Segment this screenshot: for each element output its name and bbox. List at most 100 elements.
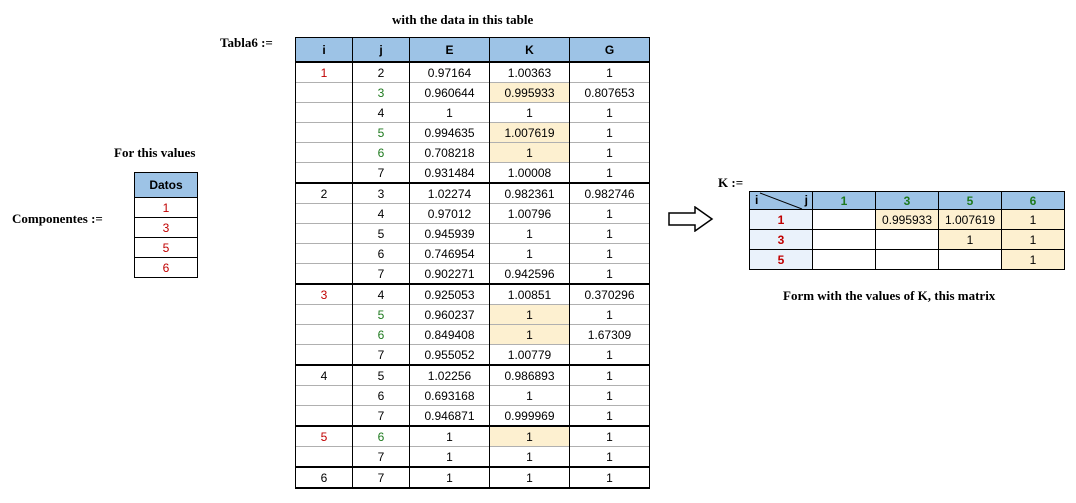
cell-j: 5	[352, 364, 410, 386]
cell-k: 1.00796	[489, 203, 570, 224]
cell-j: 5	[352, 304, 410, 325]
datos-row: 6	[134, 257, 198, 278]
datos-row: 1	[134, 197, 198, 218]
col-header-k: K	[489, 37, 570, 63]
cell-e: 0.97164	[409, 61, 490, 83]
cell-j: 3	[352, 82, 410, 103]
cell-j: 7	[352, 405, 410, 426]
cell-i: 5	[295, 425, 353, 447]
k-matrix-cell: 1	[1001, 229, 1065, 250]
cell-j: 5	[352, 223, 410, 244]
cell-j: 6	[352, 142, 410, 163]
datos-value: 3	[134, 217, 198, 238]
cell-k: 1	[489, 466, 570, 489]
cell-j: 7	[352, 446, 410, 467]
cell-e: 1	[409, 425, 490, 447]
cell-g: 1	[569, 223, 650, 244]
cell-j: 6	[352, 425, 410, 447]
cell-k: 1	[489, 223, 570, 244]
cell-e: 0.955052	[409, 344, 490, 365]
cell-e: 0.994635	[409, 122, 490, 143]
cell-i	[295, 203, 353, 224]
cell-e: 1	[409, 102, 490, 123]
cell-g: 1	[569, 385, 650, 406]
datos-value: 5	[134, 237, 198, 258]
cell-j: 7	[352, 263, 410, 284]
cell-j: 4	[352, 283, 410, 305]
cell-j: 3	[352, 182, 410, 204]
k-row-header: 3	[749, 229, 813, 250]
componentes-label: Componentes :=	[12, 211, 103, 226]
cell-g: 1	[569, 102, 650, 123]
cell-g: 1	[569, 405, 650, 426]
datos-value: 1	[134, 197, 198, 218]
cell-k: 1	[489, 446, 570, 467]
cell-i: 3	[295, 283, 353, 305]
cell-i: 6	[295, 466, 353, 489]
cell-j: 5	[352, 122, 410, 143]
cell-k: 1	[489, 304, 570, 325]
corner-i-label: i	[755, 193, 759, 207]
cell-g: 1	[569, 364, 650, 386]
cell-k: 1	[489, 142, 570, 163]
cell-k: 1	[489, 324, 570, 345]
cell-g: 1	[569, 243, 650, 264]
cell-j: 6	[352, 243, 410, 264]
cell-k: 1	[489, 243, 570, 264]
cell-e: 0.693168	[409, 385, 490, 406]
cell-i: 4	[295, 364, 353, 386]
cell-i	[295, 243, 353, 264]
cell-i	[295, 82, 353, 103]
cell-k: 1	[489, 102, 570, 123]
cell-g: 1	[569, 142, 650, 163]
diagonal-line-icon	[759, 192, 803, 209]
cell-j: 6	[352, 385, 410, 406]
cell-g: 0.807653	[569, 82, 650, 103]
cell-e: 1.02256	[409, 364, 490, 386]
datos-value: 6	[134, 257, 198, 278]
cell-g: 0.370296	[569, 283, 650, 305]
page-title: with the data in this table	[392, 12, 534, 27]
col-header-i: i	[295, 37, 353, 63]
k-matrix-corner: i j	[749, 191, 813, 210]
k-label: K :=	[718, 175, 744, 190]
cell-g: 1	[569, 61, 650, 83]
col-header-j: j	[352, 37, 410, 63]
datos-header: Datos	[134, 172, 198, 198]
cell-i	[295, 405, 353, 426]
cell-j: 4	[352, 102, 410, 123]
cell-g: 1	[569, 203, 650, 224]
cell-k: 1	[489, 425, 570, 447]
cell-g: 1	[569, 344, 650, 365]
cell-e: 0.708218	[409, 142, 490, 163]
cell-i	[295, 446, 353, 467]
cell-k: 1.00851	[489, 283, 570, 305]
cell-i	[295, 122, 353, 143]
cell-k: 0.995933	[489, 82, 570, 103]
cell-g: 1.67309	[569, 324, 650, 345]
datos-row: 5	[134, 237, 198, 258]
cell-e: 0.925053	[409, 283, 490, 305]
cell-k: 1	[489, 385, 570, 406]
cell-i	[295, 263, 353, 284]
cell-g: 1	[569, 425, 650, 447]
cell-e: 0.746954	[409, 243, 490, 264]
right-arrow-icon	[668, 206, 714, 232]
cell-e: 1	[409, 446, 490, 467]
cell-j: 7	[352, 162, 410, 183]
